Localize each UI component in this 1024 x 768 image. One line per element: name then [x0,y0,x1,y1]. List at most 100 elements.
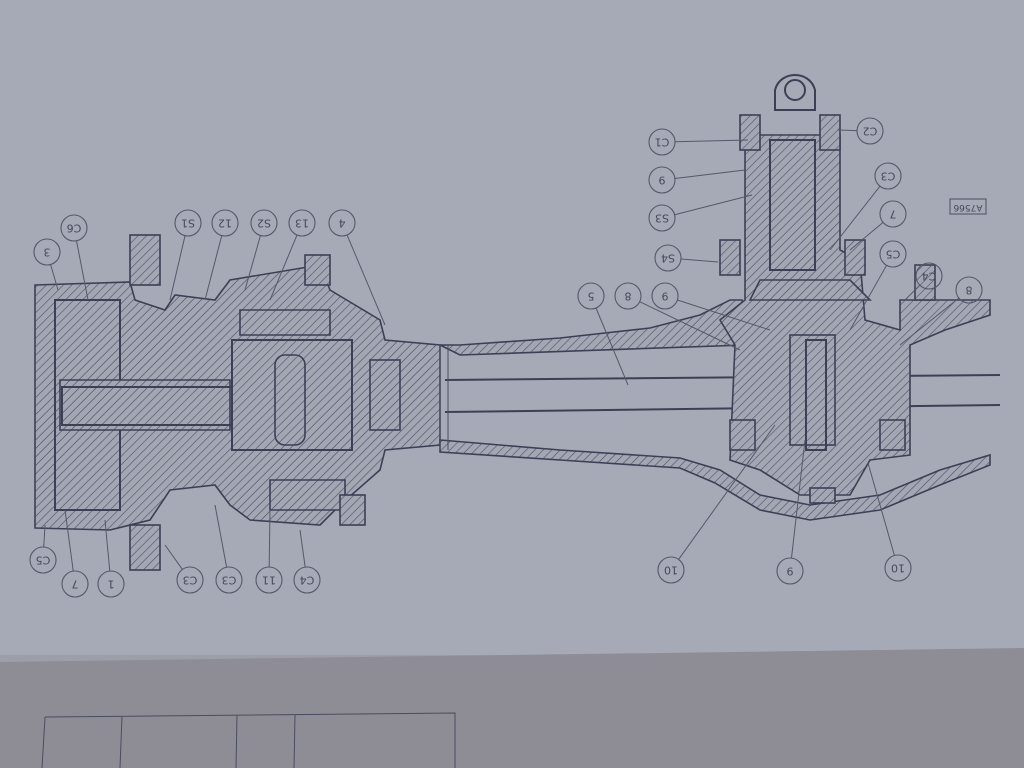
callout-label: C1 [655,136,670,149]
leader-line [678,424,776,560]
part-callout: S3 [648,194,753,232]
callout-circle [654,244,682,272]
callout-label: 9 [662,290,669,303]
leader-line [346,234,386,326]
callout-label: 7 [72,578,79,591]
part-callout: 9 [651,282,771,331]
callout-circle [577,282,605,310]
leader-line [268,509,271,568]
leader-line [904,284,921,301]
part-callout: S2 [244,209,278,291]
callout-circle [856,117,884,145]
callout-circle [60,214,88,242]
part-callout: S4 [654,244,719,272]
spec-table [41,712,456,768]
callout-label: 11 [262,574,276,587]
leader-line [849,265,888,331]
callout-label: C3 [183,574,198,587]
callout-label: 12 [218,217,232,230]
part-callout: 7 [849,200,907,251]
callout-circle [874,162,902,190]
callout-circle [33,238,61,266]
part-callout: 1 [97,519,125,598]
part-callout: 9 [648,166,746,194]
callout-circle [97,570,125,598]
callout-label: 9 [659,174,666,187]
callout-circle [215,566,243,594]
callout-circle [61,570,89,598]
part-callout: 10 [867,462,912,582]
callout-label: C6 [67,222,82,235]
callout-label: 10 [664,564,678,577]
part-callout: 9 [776,439,806,585]
part-callout: C3 [829,162,902,251]
callout-circle [648,166,676,194]
leader-line [299,529,306,568]
callout-label: 4 [339,217,346,230]
callout-label: S3 [655,212,669,225]
leader-line [829,185,881,251]
part-callout: 13 [269,209,316,301]
leader-line [244,235,261,291]
leader-line [837,129,858,132]
callout-circle [884,554,912,582]
callout-label: C4 [922,270,937,283]
callout-circle [651,282,679,310]
part-callout: 4 [328,209,386,326]
leader-line [595,307,629,386]
leader-line [849,221,884,251]
part-callout: 10 [657,424,776,584]
leader-line [64,509,74,572]
callout-circle [776,557,804,585]
part-callout: C5 [29,524,57,574]
callout-circle [648,128,676,156]
callout-label: S4 [661,252,675,265]
leader-line [790,439,806,559]
leader-line [50,264,59,291]
part-callout: 12 [204,209,239,301]
reference-code-box: A7566 [949,198,987,215]
callout-label: S1 [181,217,195,230]
leader-line [899,297,960,346]
callout-label: 3 [44,246,51,259]
leader-line [677,299,771,331]
callout-label: C4 [300,574,315,587]
part-callout: C3 [214,504,243,594]
leader-line [169,235,186,301]
callout-label: C3 [881,170,896,183]
part-callout: 8 [614,282,741,351]
callout-label: 13 [295,217,309,230]
leader-line [639,301,741,351]
callout-label: C5 [886,248,901,261]
callout-circle [955,276,983,304]
callout-circle [29,546,57,574]
callout-label: 5 [588,290,595,303]
callout-label: C2 [863,125,878,138]
part-callout: 8 [899,276,983,346]
wheel-hub-assembly [34,234,441,571]
callout-circle [288,209,316,237]
part-callout: C1 [648,128,749,156]
part-callout: 11 [255,509,283,594]
part-callout: C4 [904,262,943,301]
callout-circle [328,209,356,237]
leader-line [674,139,749,143]
axle-tube [439,299,1001,521]
part-callout: C4 [293,529,321,594]
leader-line [43,524,46,548]
part-callout: 5 [577,282,629,386]
part-callout: S1 [169,209,202,301]
callout-circle [879,200,907,228]
leader-line [867,462,895,556]
part-callout: C2 [837,117,884,145]
lower-page [0,648,1024,768]
callout-label: 7 [890,208,897,221]
leader-line [214,504,228,568]
callout-label: C3 [222,574,237,587]
part-callout: C6 [60,214,89,301]
part-callout: 7 [61,509,89,598]
leader-line [164,544,183,570]
callout-label: 9 [787,565,794,578]
callout-circle [211,209,239,237]
